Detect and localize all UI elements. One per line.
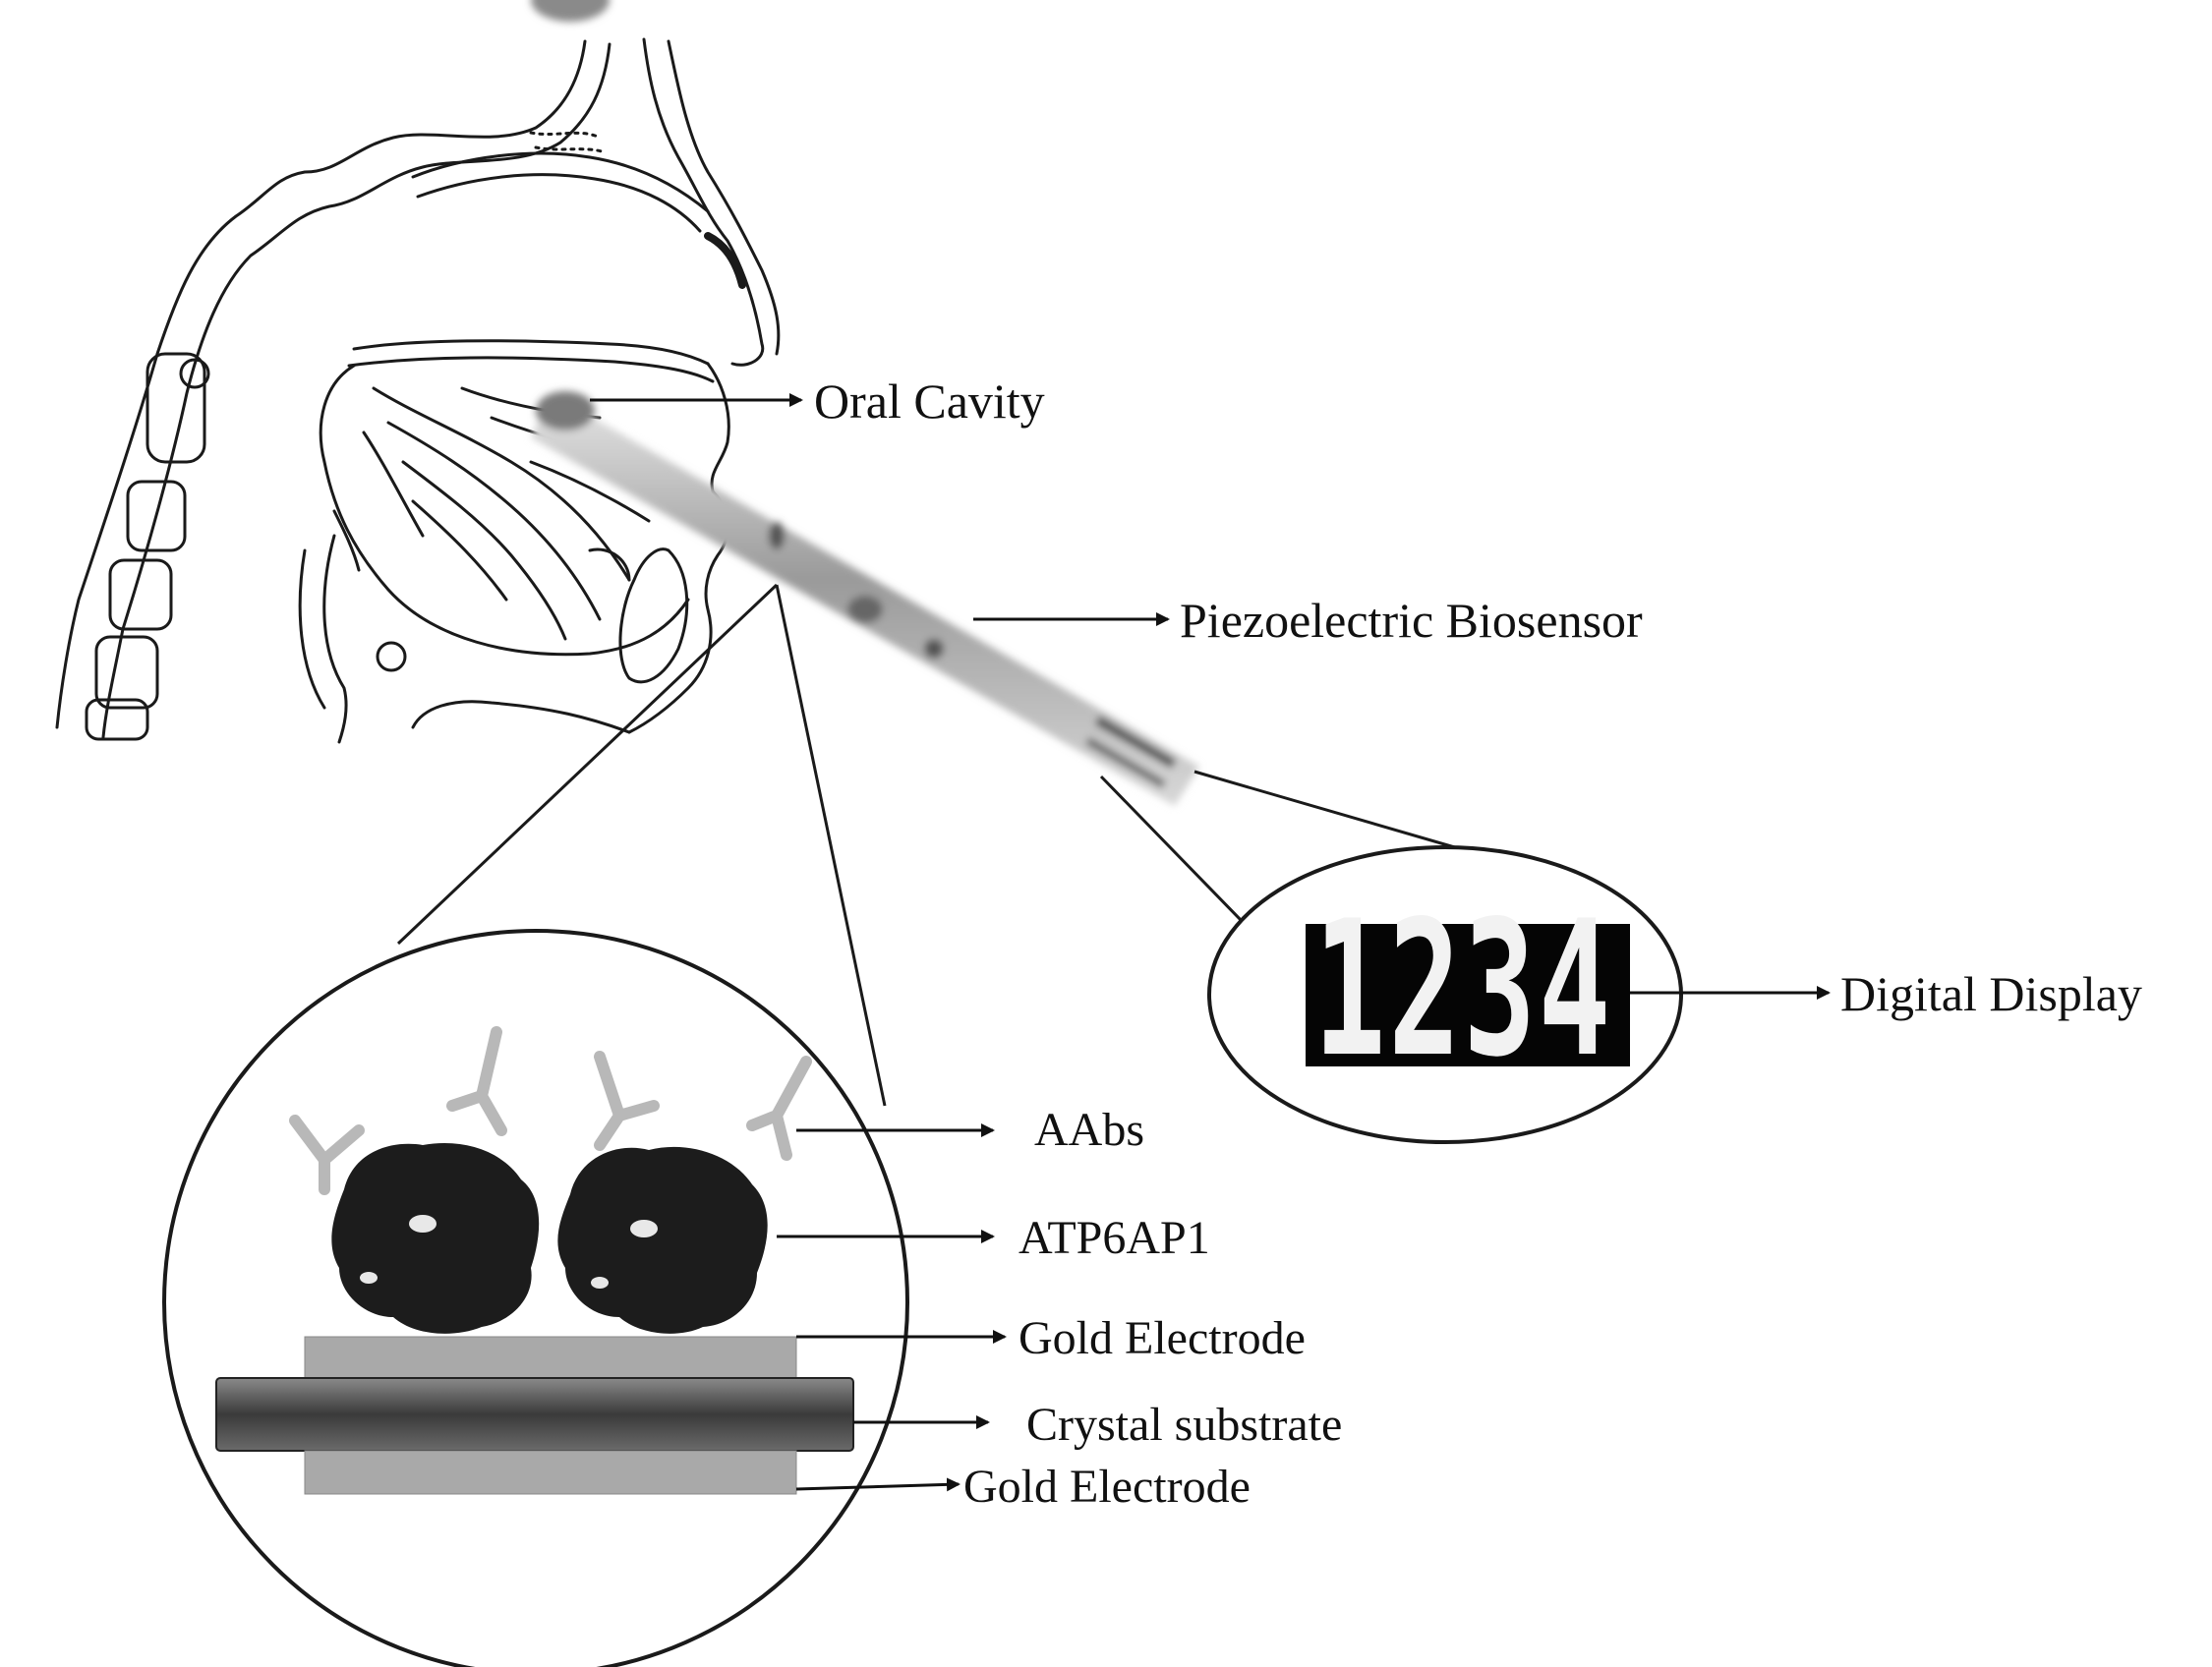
gold-electrode-top-label: Gold Electrode xyxy=(1019,1312,1306,1364)
gold-electrode-bottom-layer xyxy=(304,1450,797,1495)
piezoelectric-biosensor-label: Piezoelectric Biosensor xyxy=(1180,593,1643,648)
labels: Oral Cavity Piezoelectric Biosensor Digi… xyxy=(590,374,2142,1513)
crystal-substrate-label: Crystal substrate xyxy=(1026,1399,1342,1451)
atp6ap1-protein xyxy=(331,1143,768,1334)
head-anatomy-illustration xyxy=(55,37,781,744)
sensor-cross-section xyxy=(162,929,909,1667)
oral-cavity-label: Oral Cavity xyxy=(814,374,1045,429)
zoom-lines-sensor xyxy=(396,583,887,1107)
digital-display-label: Digital Display xyxy=(1840,966,2142,1021)
piezoelectric-biosensor-probe xyxy=(531,0,1199,806)
gold-electrode-top-layer xyxy=(304,1336,797,1379)
digital-display-callout: 1234 xyxy=(1207,845,1683,1144)
crystal-substrate-layer xyxy=(215,1377,854,1452)
aabs-antibodies xyxy=(289,1026,812,1195)
display-reading: 1234 xyxy=(1313,881,1613,1098)
gold-electrode-bottom-arrow xyxy=(795,1477,960,1492)
gold-electrode-bottom-label: Gold Electrode xyxy=(963,1461,1251,1513)
display-screen xyxy=(1306,924,1630,1066)
aabs-label: AAbs xyxy=(1034,1104,1144,1156)
atp6ap1-label: ATP6AP1 xyxy=(1019,1212,1210,1264)
